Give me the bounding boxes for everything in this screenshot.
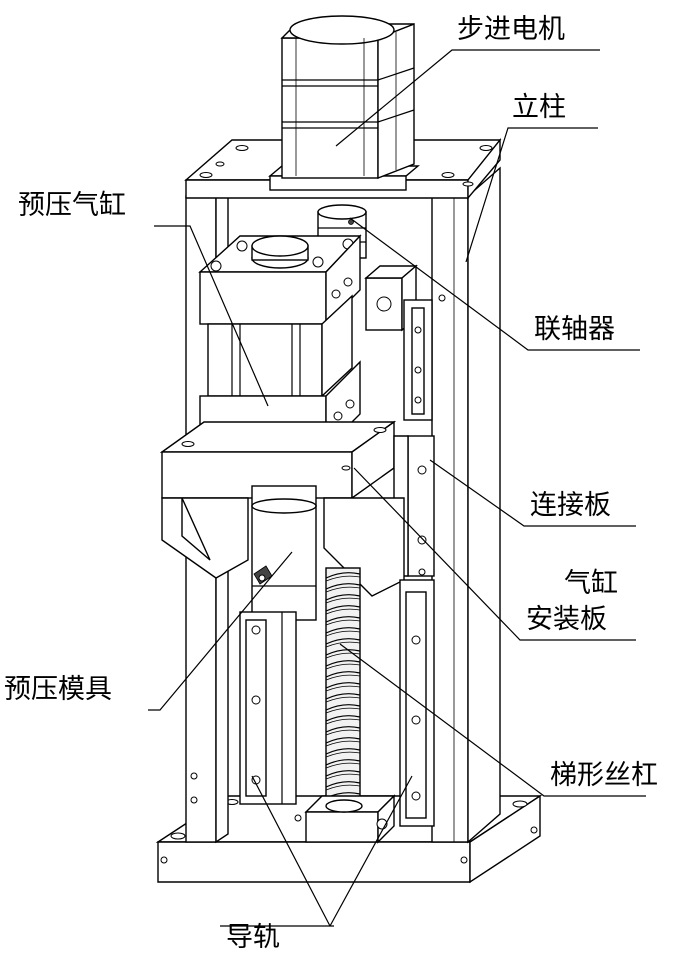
label-column: 立柱 <box>512 92 566 123</box>
cylinder-mount-plate <box>159 420 397 500</box>
label-cylinder-mount-line1: 气缸 <box>564 568 618 599</box>
right-rail <box>399 579 435 827</box>
slider-wings <box>161 497 405 597</box>
label-connecting-plate: 连接板 <box>530 490 611 521</box>
label-lead-screw: 梯形丝杠 <box>550 760 658 791</box>
label-stepper-motor: 步进电机 <box>457 14 565 45</box>
preload-cylinder <box>198 234 362 450</box>
leader-lines <box>148 49 646 927</box>
stepper-motor <box>268 15 420 191</box>
label-preload-die: 预压模具 <box>4 674 112 705</box>
lead-screw <box>325 567 361 803</box>
preload-die <box>251 485 317 621</box>
bearing-block <box>294 794 396 844</box>
label-preload-cylinder: 预压气缸 <box>18 190 126 221</box>
label-guide-rail: 导轨 <box>226 922 280 953</box>
label-cylinder-mount-line2: 安装板 <box>526 604 607 635</box>
left-rail <box>239 611 297 805</box>
upper-rail <box>403 294 446 421</box>
label-coupling: 联轴器 <box>534 314 615 345</box>
